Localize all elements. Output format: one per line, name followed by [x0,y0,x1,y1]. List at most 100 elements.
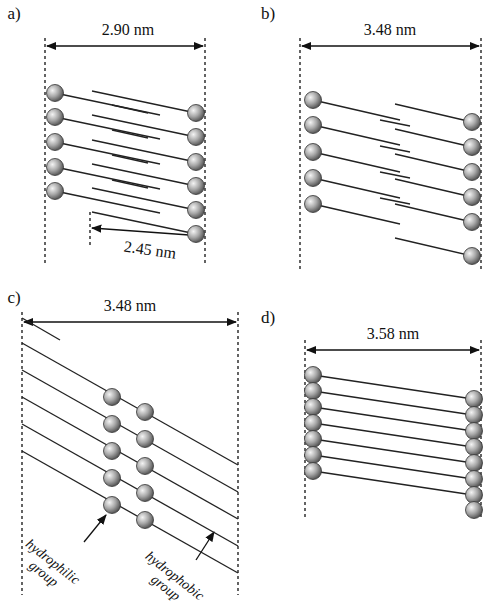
head-group [464,248,481,265]
alkyl-chain [55,93,160,115]
alkyl-chain [395,179,472,197]
head-group [137,404,154,421]
head-group [188,129,205,146]
head-group [464,164,481,181]
dashed-guide [480,38,481,270]
alkyl-chain [380,146,410,152]
head-group [305,144,322,161]
panel-letter: c) [7,289,20,308]
dashed-guide [89,212,90,248]
head-group [188,154,205,171]
head-group [137,431,154,448]
alkyl-chain [313,391,473,415]
head-group [47,85,64,102]
panel-letter: a) [7,5,20,24]
dashed-guide [204,38,205,265]
alkyl-chain [395,238,472,256]
head-group [47,159,64,176]
head-group [466,502,483,519]
head-group [137,458,154,475]
group-label: hydrophilic group [7,531,89,605]
alkyl-chain [55,117,160,139]
alkyl-chain [55,142,160,164]
alkyl-chain [313,152,400,172]
alkyl-chain [380,172,410,178]
head-group [137,485,154,502]
group-label: hydrophobic group [129,545,211,613]
dimension-arrow [302,45,479,46]
dimension-arrow [47,45,203,46]
alkyl-chain [22,343,238,465]
alkyl-chain [92,115,196,137]
dashed-guide [44,38,45,265]
head-group [464,114,481,131]
head-group [466,391,483,408]
dimension-arrow [307,349,479,350]
head-group [104,470,121,487]
alkyl-chain [395,129,472,147]
head-group [104,416,121,433]
head-group [305,399,322,416]
panel-letter: b) [261,5,275,24]
leader-arrow [84,515,106,542]
alkyl-chain [112,155,148,163]
alkyl-chain [313,178,400,198]
head-group [466,471,483,488]
head-group [104,443,121,460]
alkyl-chain [395,104,472,122]
dimension-arrow [24,321,236,322]
head-group [137,512,154,529]
alkyl-chain [22,370,238,492]
dimension-label: 3.58 nm [367,325,419,343]
alkyl-chain [92,164,196,186]
head-group [305,447,322,464]
head-group [305,431,322,448]
alkyl-chain [112,130,148,138]
head-group [466,439,483,456]
head-group [305,170,322,187]
head-group [47,134,64,151]
dimension-label: 2.90 nm [102,21,154,39]
head-group [305,415,322,432]
head-group [188,105,205,122]
alkyl-chain [92,212,196,234]
dimension-label: 3.48 nm [104,297,156,315]
head-group [305,463,322,480]
alkyl-chain [395,154,472,172]
head-group [464,139,481,156]
head-group [305,196,322,213]
head-group [466,487,483,504]
dashed-guide [304,340,305,520]
dimension-label: 3.48 nm [364,21,416,39]
head-group [305,117,322,134]
alkyl-chain [313,100,400,120]
alkyl-chain [22,318,60,340]
alkyl-chain [313,455,473,479]
head-group [466,455,483,472]
alkyl-chain [313,423,473,447]
alkyl-chain [92,140,196,162]
head-group [305,367,322,384]
head-group [104,497,121,514]
leader-arrow [196,532,214,560]
head-group [305,383,322,400]
head-group [47,183,64,200]
alkyl-chain [313,407,473,431]
dashed-guide [299,38,300,270]
head-group [466,423,483,440]
head-group [188,202,205,219]
alkyl-chain [380,198,410,204]
alkyl-chain [313,125,400,145]
head-group [188,178,205,195]
head-group [305,92,322,109]
dashed-guide [237,312,238,595]
dashed-guide [21,312,22,595]
alkyl-chain [313,375,473,399]
alkyl-chain [380,120,410,126]
head-group [188,226,205,243]
dimension-label: 2.45 nm [123,238,177,263]
alkyl-chain [395,204,472,222]
panel-letter: d) [261,309,275,328]
head-group [464,189,481,206]
alkyl-chain [22,397,238,519]
